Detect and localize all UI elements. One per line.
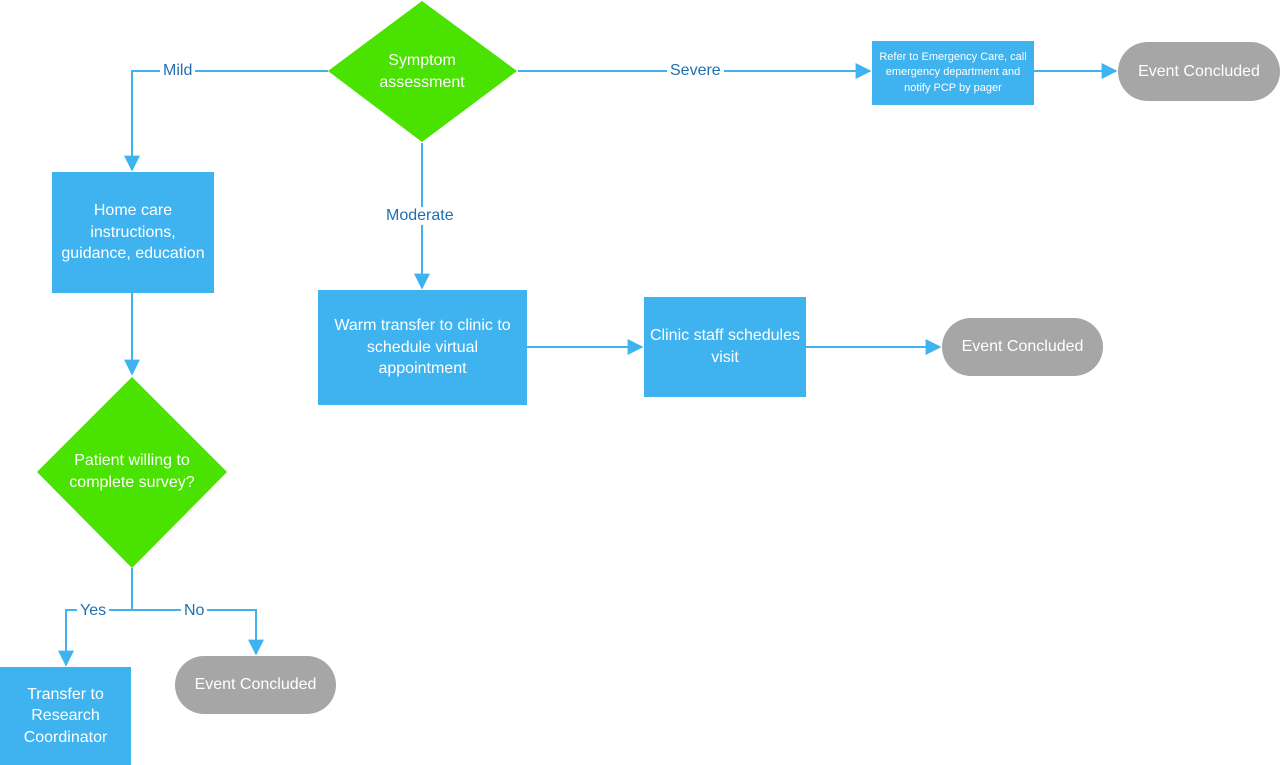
transfer-research-box: Transfer to Research Coordinator [0, 667, 131, 765]
symptom-assessment-label: Symptom assessment [379, 52, 465, 91]
event-concluded-severe: Event Concluded [1118, 42, 1280, 101]
warm-transfer-box: Warm transfer to clinic to schedule virt… [318, 290, 527, 405]
edge-no [132, 609, 264, 656]
edge-label-mild: Mild [160, 62, 196, 80]
home-care-box: Home care instructions, guidance, educat… [52, 172, 214, 293]
edge-label-moderate: Moderate [383, 207, 457, 225]
decision-patient-willing [37, 377, 227, 568]
edge-label-no: No [181, 602, 208, 620]
clinic-schedules-box: Clinic staff schedules visit [644, 297, 806, 397]
event-concluded-clinic: Event Concluded [942, 318, 1103, 376]
refer-emergency-box: Refer to Emergency Care, call emergency … [872, 41, 1034, 105]
edge-mild [124, 70, 328, 172]
edge-label-yes: Yes [77, 602, 110, 620]
event-concluded-survey: Event Concluded [175, 656, 336, 714]
decision-symptom-assessment [328, 1, 517, 142]
patient-willing-label: Patient willing to complete survey? [69, 452, 195, 491]
edge-label-severe: Severe [667, 62, 724, 80]
